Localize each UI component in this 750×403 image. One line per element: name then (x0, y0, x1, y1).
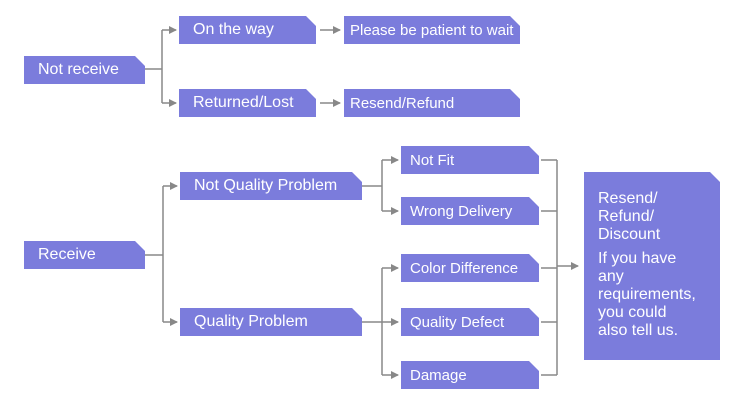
outcome-line-7: you could (598, 304, 667, 321)
node-damage: Damage (401, 361, 539, 389)
node-receive-label: Receive (38, 246, 96, 263)
node-quality-defect: Quality Defect (401, 308, 539, 336)
node-color-difference-label: Color Difference (410, 259, 519, 277)
node-wrong-delivery: Wrong Delivery (401, 197, 539, 225)
node-returned-lost-label: Returned/Lost (193, 94, 294, 111)
node-on-the-way: On the way (179, 16, 316, 44)
node-quality-problem: Quality Problem (180, 308, 362, 336)
node-color-difference: Color Difference (401, 254, 539, 282)
outcome-line-1: Resend/ (598, 190, 658, 207)
node-resend-refund: Resend/Refund (344, 89, 520, 117)
node-not-quality-problem: Not Quality Problem (180, 172, 362, 200)
node-damage-label: Damage (410, 366, 467, 384)
node-resend-refund-label: Resend/Refund (350, 94, 455, 112)
node-wrong-delivery-label: Wrong Delivery (410, 202, 513, 220)
node-please-wait: Please be patient to wait (344, 16, 520, 44)
outcome-line-4: If you have (598, 250, 677, 267)
node-quality-defect-label: Quality Defect (410, 313, 505, 331)
outcome-line-6: requirements, (598, 286, 696, 303)
node-on-the-way-label: On the way (193, 21, 274, 38)
node-please-wait-label: Please be patient to wait (350, 21, 514, 39)
node-not-receive: Not receive (24, 56, 145, 84)
node-receive: Receive (24, 241, 145, 269)
node-outcome: Resend/ Refund/ Discount If you have any… (584, 172, 720, 360)
node-quality-problem-label: Quality Problem (194, 313, 308, 330)
node-not-receive-label: Not receive (38, 61, 119, 78)
outcome-line-5: any (598, 268, 624, 285)
node-not-fit-label: Not Fit (410, 151, 455, 169)
outcome-line-2: Refund/ (598, 208, 655, 225)
outcome-line-3: Discount (598, 226, 661, 243)
node-not-fit: Not Fit (401, 146, 539, 174)
node-returned-lost: Returned/Lost (179, 89, 316, 117)
outcome-line-8: also tell us. (598, 322, 679, 339)
node-not-quality-problem-label: Not Quality Problem (194, 177, 338, 194)
